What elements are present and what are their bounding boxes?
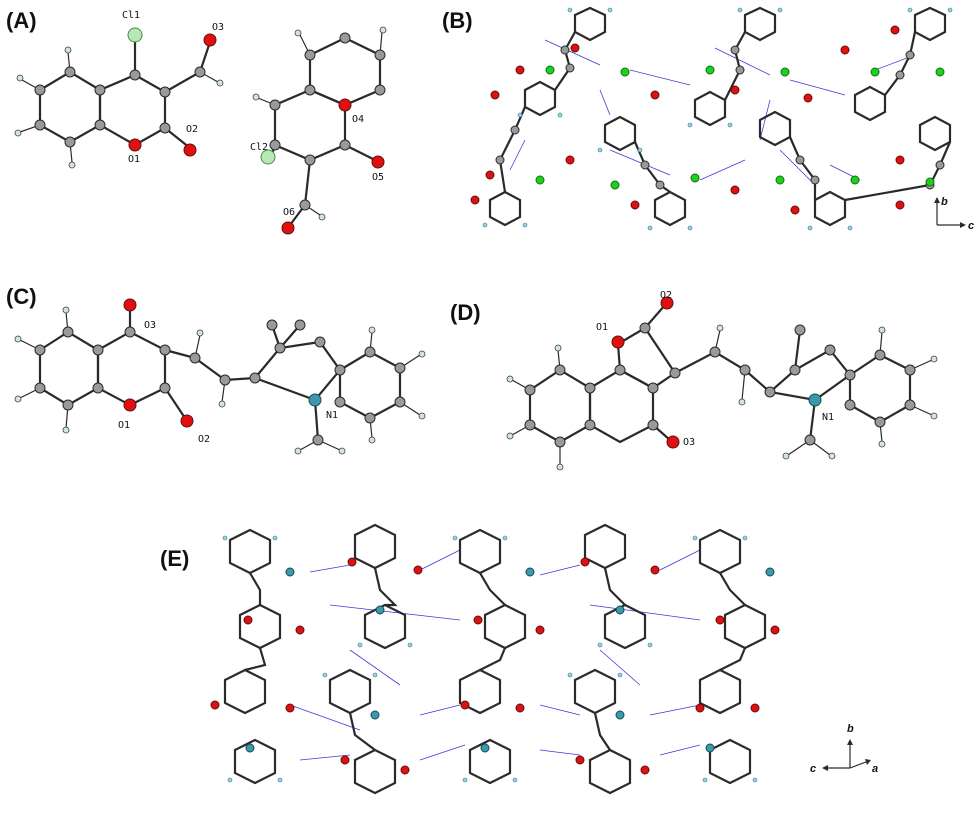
atom-label-cl1: Cl1 xyxy=(122,10,140,21)
panel-label-b: (B) xyxy=(442,8,473,33)
panel-d: (D) xyxy=(450,270,980,500)
molecule-d-drawing: O2 O1 N1 O3 xyxy=(506,290,938,471)
atom-label-c-n1: N1 xyxy=(326,410,338,421)
axes-b: b c xyxy=(934,196,974,232)
atom-label-c-o1: O1 xyxy=(118,420,130,431)
axis-label-e-b: b xyxy=(847,723,854,735)
panel-a: (A) Cl1 O3 xyxy=(0,0,470,260)
packing-b-drawing: b c xyxy=(470,6,974,232)
atom-label-d-n1: N1 xyxy=(822,412,834,423)
panel-label-a: (A) xyxy=(6,8,37,33)
atom-label-o2: O2 xyxy=(186,124,198,135)
panel-label-e: (E) xyxy=(160,546,190,571)
atom-label-c-o2: O2 xyxy=(198,434,210,445)
panel-label-c: (C) xyxy=(6,284,37,309)
panel-b: (B) xyxy=(442,0,980,260)
packing-network-e xyxy=(210,523,780,795)
atom-label-o1: O1 xyxy=(128,154,140,165)
panel-label-d: (D) xyxy=(450,300,481,325)
panel-e: (E) xyxy=(0,510,980,813)
atom-label-d-o1: O1 xyxy=(596,322,608,333)
molecule-2: Cl2 O4 O6 O5 xyxy=(250,26,387,235)
packing-network xyxy=(470,6,953,231)
atom-label-o3: O3 xyxy=(212,22,224,33)
axis-label-c: c xyxy=(968,220,974,232)
atom-label-o4: O4 xyxy=(352,114,364,125)
packing-e-drawing: b c a xyxy=(210,523,878,795)
axis-label-b: b xyxy=(941,196,948,208)
molecule-c-drawing: O3 N1 O1 O2 xyxy=(14,298,426,455)
atom-label-o5: O5 xyxy=(372,172,384,183)
axis-label-e-a: a xyxy=(872,763,878,775)
atom-label-cl2: Cl2 xyxy=(250,142,268,153)
atom-label-c-o3: O3 xyxy=(144,320,156,331)
molecule-a-drawing: Cl1 O3 O2 O1 C xyxy=(14,10,387,235)
molecule-1: Cl1 O3 O2 O1 xyxy=(14,10,224,169)
axis-label-e-c: c xyxy=(810,763,816,775)
atom-label-o6: O6 xyxy=(283,207,295,218)
axes-e: b c a xyxy=(810,723,878,775)
atom-label-d-o2: O2 xyxy=(660,290,672,301)
atom-label-d-o3: O3 xyxy=(683,437,695,448)
panel-c: (C) xyxy=(0,270,470,500)
